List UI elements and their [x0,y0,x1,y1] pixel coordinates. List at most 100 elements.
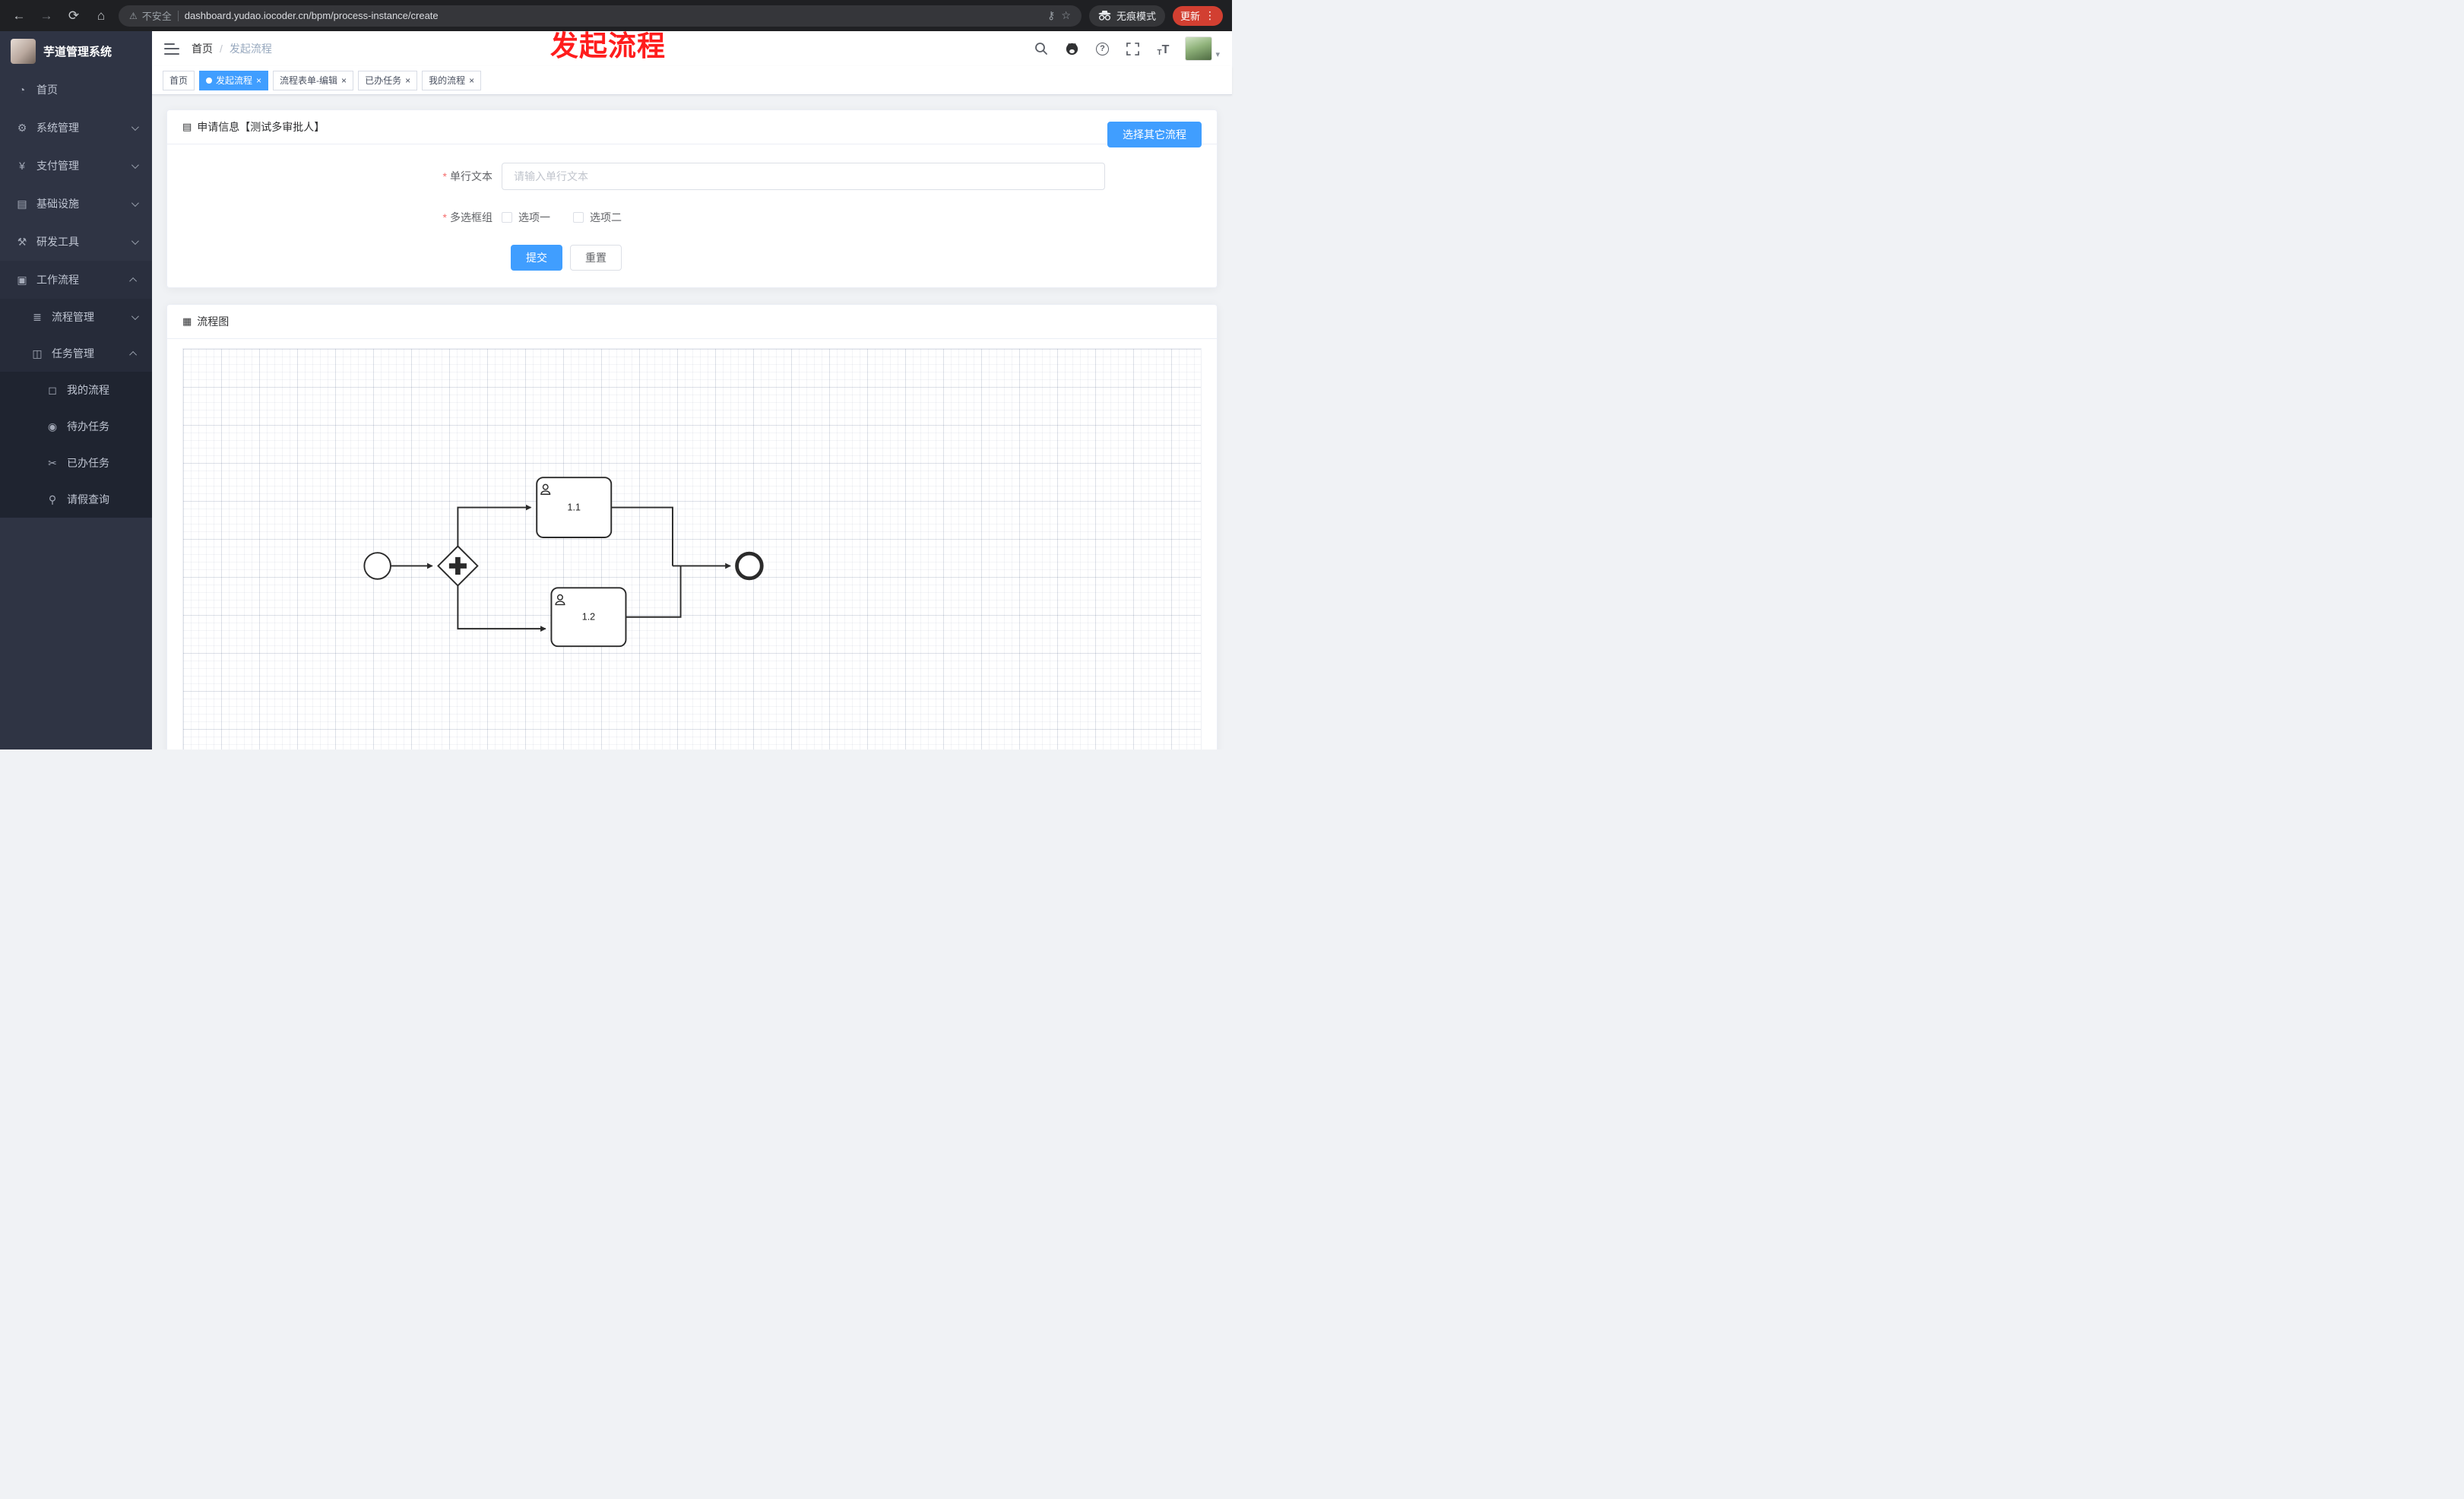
bpmn-canvas[interactable]: 1.1 1.2 [182,348,1202,750]
key-icon[interactable]: ⚷ [1047,9,1056,21]
sidebar-item-payment[interactable]: ¥ 支付管理 [0,147,152,185]
sidebar-item-process-management[interactable]: ≣ 流程管理 [0,299,152,335]
sidebar-item-infrastructure[interactable]: ▤ 基础设施 [0,185,152,223]
search-icon[interactable] [1033,40,1050,57]
tab-done-tasks[interactable]: 已办任务 × [358,70,418,90]
parallel-gateway[interactable] [437,545,479,587]
checkbox-icon[interactable] [573,212,584,223]
user-task-2[interactable]: 1.2 [550,587,627,648]
reset-button[interactable]: 重置 [570,245,622,271]
sidebar-item-home[interactable]: ◔ 首页 [0,71,152,109]
sidebar: 芋道管理系统 ◔ 首页 ⚙ 系统管理 ¥ 支付管理 ▤ 基础设施 ⚒ 研发工具 … [0,31,152,750]
sidebar-item-my-process[interactable]: ◻ 我的流程 [0,372,152,408]
user-avatar-menu[interactable]: ▾ [1185,36,1220,61]
start-event[interactable] [363,552,391,580]
bookmark-star-icon[interactable]: ☆ [1061,9,1071,21]
logo-avatar [11,38,36,64]
security-label: 不安全 [141,11,172,22]
form-buttons: 提交 重置 [511,245,1217,271]
breadcrumb-separator: / [220,43,223,55]
url-text: dashboard.yudao.iocoder.cn/bpm/process-i… [184,10,439,21]
sidebar-item-workflow[interactable]: ▣ 工作流程 [0,261,152,299]
sidebar-item-system[interactable]: ⚙ 系统管理 [0,109,152,147]
checkbox-label: 选项二 [590,211,622,223]
sidebar-item-task-management[interactable]: ◫ 任务管理 [0,335,152,372]
forward-icon[interactable]: → [40,8,53,23]
security-chip[interactable]: ⚠ 不安全 [129,8,172,23]
field-label: *多选框组 [167,210,502,225]
flow-task1-to-merge [611,506,673,566]
submit-button[interactable]: 提交 [511,245,562,271]
sidebar-item-label: 流程管理 [52,311,94,323]
address-bar[interactable]: ⚠ 不安全 dashboard.yudao.iocoder.cn/bpm/pro… [119,5,1082,27]
dashboard-icon: ◔ [18,84,26,96]
apply-info-header: ▤ 申请信息【测试多审批人】 [167,110,1217,144]
task-management-submenu: ◻ 我的流程 ◉ 待办任务 ✂ 已办任务 ⚲ 请假查询 [0,372,152,518]
diagram-header: ▦ 流程图 [167,305,1217,339]
fullscreen-icon[interactable] [1124,40,1141,57]
single-line-text-input[interactable] [502,163,1105,190]
monitor-icon: ◫ [32,347,43,360]
sidebar-item-label: 首页 [36,84,58,96]
tab-create-process[interactable]: 发起流程 × [199,70,269,90]
tab-close-icon[interactable]: × [341,74,347,86]
breadcrumb-home[interactable]: 首页 [192,43,213,55]
tab-close-icon[interactable]: × [405,74,411,86]
kebab-menu-icon[interactable]: ⋮ [1205,9,1215,21]
form-row-text: *单行文本 [167,163,1217,190]
back-icon[interactable]: ← [12,8,26,23]
diagram-title: 流程图 [197,315,230,328]
chat-icon: ◻ [48,383,57,396]
home-icon[interactable]: ⌂ [97,8,106,23]
tab-label: 我的流程 [429,75,466,86]
sidebar-item-label: 系统管理 [36,122,79,134]
app-logo[interactable]: 芋道管理系统 [0,31,152,71]
field-label-text: 多选框组 [450,211,492,223]
form-row-checkbox: *多选框组 选项一 选项二 [167,210,1217,225]
checkbox-label: 选项一 [518,211,550,223]
chevron-up-icon [129,277,138,285]
checkbox-option-1[interactable]: 选项一 [502,210,550,225]
sidebar-item-todo-tasks[interactable]: ◉ 待办任务 [0,408,152,445]
eye-icon: ◉ [47,420,58,433]
chevron-down-icon [131,236,139,245]
tab-form-edit[interactable]: 流程表单-编辑 × [273,70,354,90]
font-size-small-glyph: T [1157,49,1162,57]
tab-my-process[interactable]: 我的流程 × [422,70,482,90]
sidebar-item-devtools[interactable]: ⚒ 研发工具 [0,223,152,261]
tags-view-bar: 首页 发起流程 × 流程表单-编辑 × 已办任务 × 我的流程 × [152,66,1232,95]
tab-close-icon[interactable]: × [469,74,475,86]
incognito-badge: 无痕模式 [1088,5,1165,27]
page-content: ▤ 申请信息【测试多审批人】 选择其它流程 *单行文本 *多选框组 选项 [152,95,1232,750]
sidebar-item-leave-query[interactable]: ⚲ 请假查询 [0,481,152,518]
chevron-down-icon [131,198,139,207]
gear-icon: ⚙ [17,121,27,134]
checkbox-icon[interactable] [502,212,512,223]
tab-home[interactable]: 首页 [163,70,195,90]
chevron-down-icon [131,122,139,131]
help-icon[interactable]: ? [1094,40,1110,57]
flow-gateway-to-task1 [457,504,532,547]
sidebar-collapse-icon[interactable] [164,43,179,55]
avatar [1185,36,1213,61]
bpmn-diagram: 1.1 1.2 [363,477,764,648]
sidebar-item-done-tasks[interactable]: ✂ 已办任务 [0,445,152,481]
github-icon[interactable] [1063,40,1080,57]
sidebar-item-label: 支付管理 [36,160,79,172]
tools-icon: ⚒ [17,235,27,248]
list-icon: ≣ [33,310,42,323]
sidebar-item-label: 工作流程 [36,274,79,286]
breadcrumb: 首页 / 发起流程 [192,41,272,56]
question-glyph: ? [1095,42,1109,55]
task1-label: 1.1 [568,502,581,512]
choose-other-process-button[interactable]: 选择其它流程 [1107,122,1202,147]
required-asterisk: * [442,211,447,223]
browser-update-button[interactable]: 更新 ⋮ [1172,5,1223,26]
sidebar-item-label: 基础设施 [36,198,79,210]
user-task-1[interactable]: 1.1 [536,477,613,538]
checkbox-option-2[interactable]: 选项二 [573,210,622,225]
tab-close-icon[interactable]: × [256,74,262,86]
reload-icon[interactable]: ⟳ [68,8,80,23]
end-event[interactable] [735,551,764,581]
